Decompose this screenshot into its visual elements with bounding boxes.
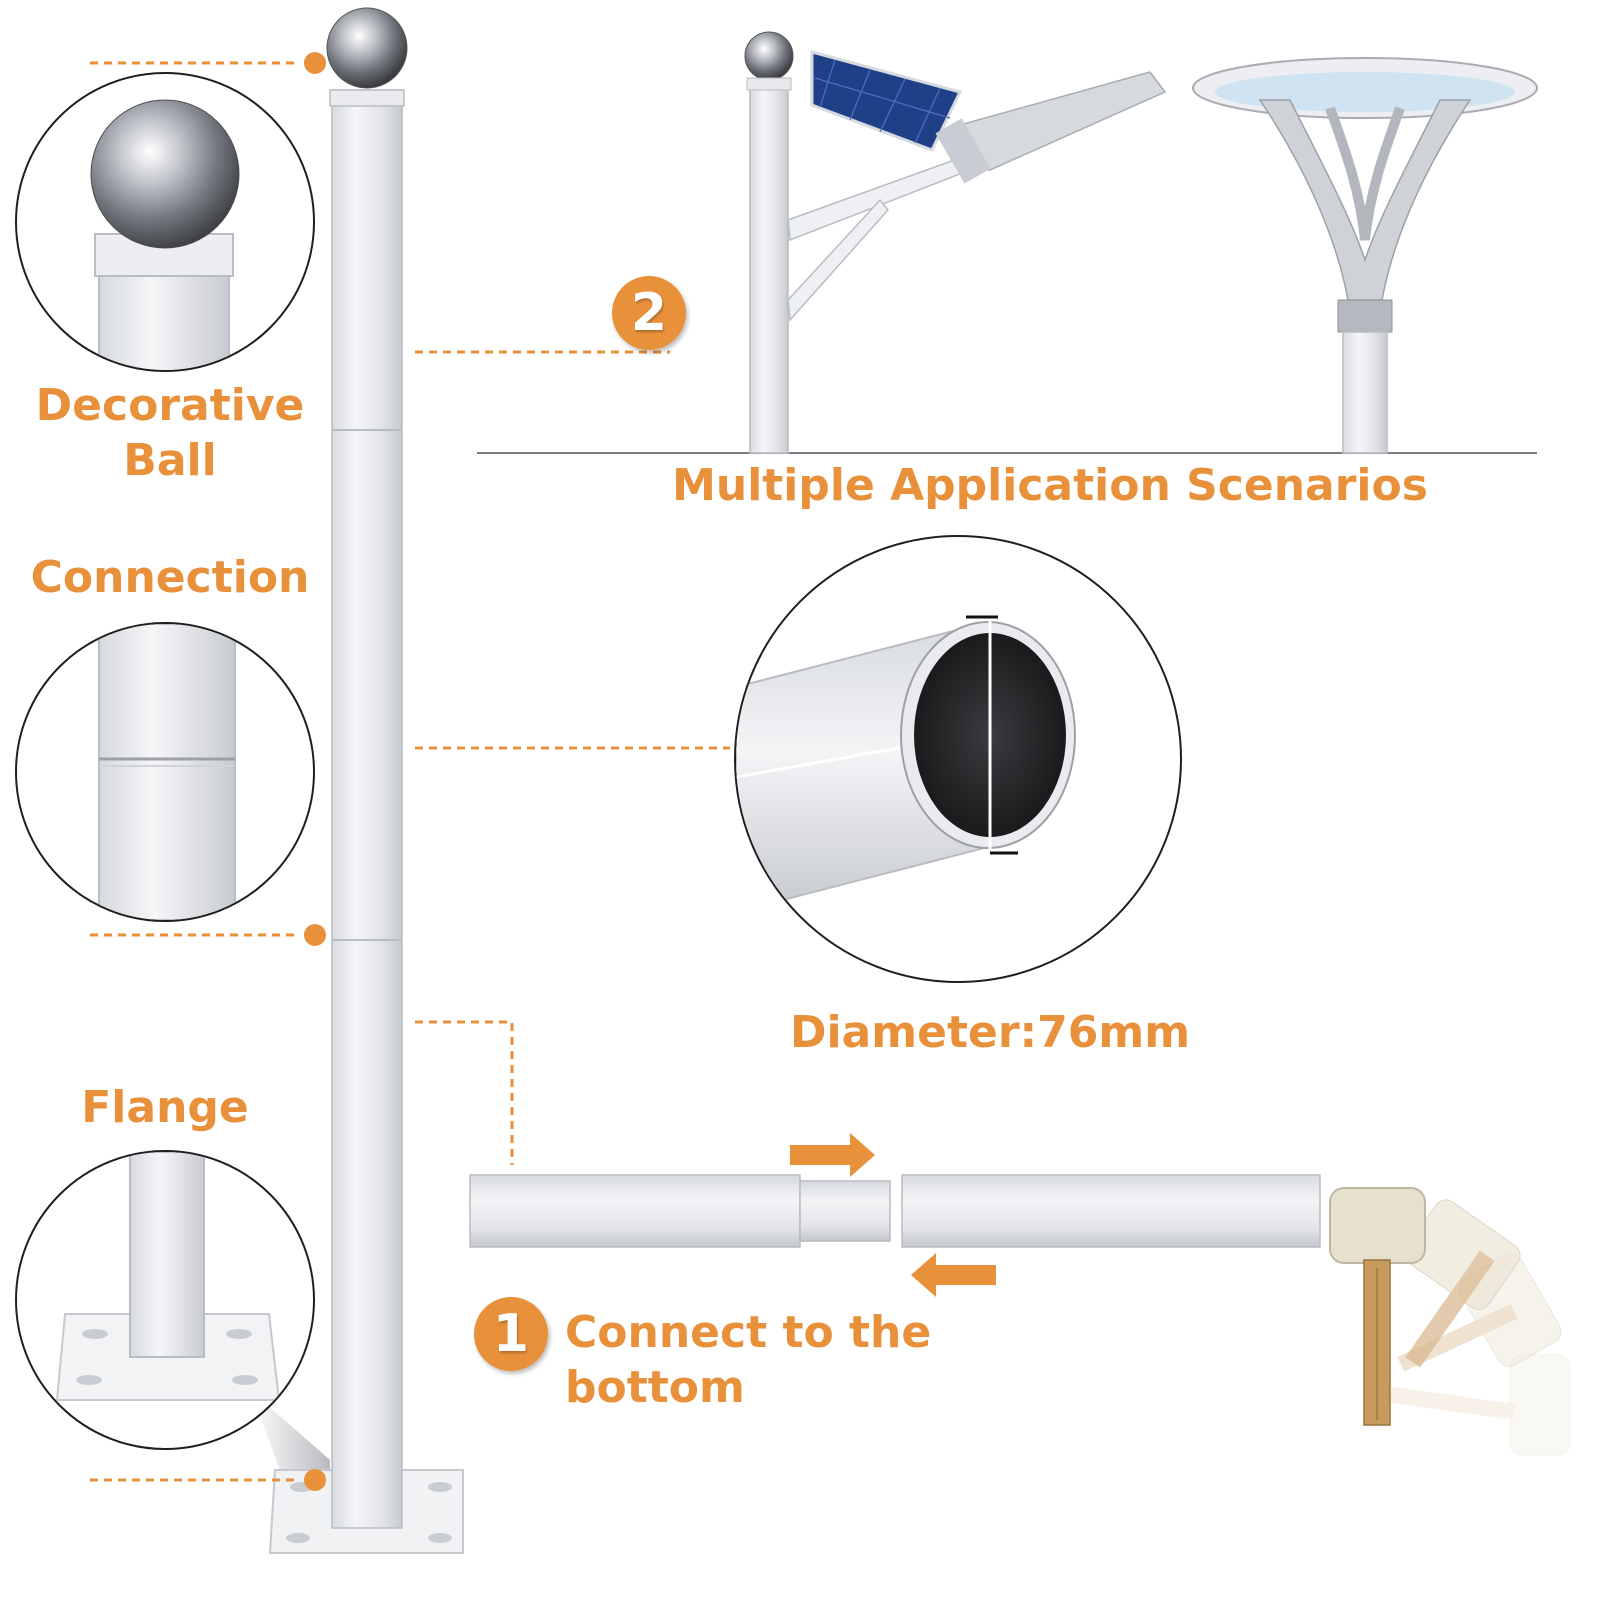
detail-circle-flange	[15, 1150, 315, 1450]
rubber-mallet-icon	[1329, 1187, 1571, 1456]
solar-street-light-icon	[744, 31, 1167, 454]
step-badge-2: 2	[612, 276, 686, 350]
decorative-ball-icon	[326, 7, 408, 89]
detail-circle-connection	[15, 622, 315, 922]
label-flange: Flange	[81, 1082, 249, 1133]
detail-circle-decorative-ball	[15, 72, 315, 372]
leader-lines	[90, 61, 730, 1482]
connection-closeup	[98, 624, 236, 920]
label-multiple-application-scenarios: Multiple Application Scenarios	[672, 460, 1428, 511]
pipe-cross-section	[736, 615, 1076, 914]
arrow-left-icon	[911, 1253, 996, 1297]
detail-circle-diameter	[734, 535, 1182, 983]
decorative-ball-closeup	[90, 99, 240, 370]
step-badge-1: 1	[474, 1297, 548, 1371]
step-badge-2-number: 2	[630, 283, 668, 343]
flange-closeup	[55, 1152, 281, 1401]
garden-lamp-icon	[1192, 57, 1538, 454]
arrow-right-icon	[790, 1133, 875, 1177]
label-decorative-ball: Decorative Ball	[20, 378, 320, 488]
ball-cap-sleeve	[329, 89, 405, 107]
horizontal-pole-assembly	[469, 1133, 1321, 1297]
label-connection: Connection	[30, 552, 310, 603]
label-decorative-ball-line1: Decorative	[35, 380, 305, 431]
label-connect-to-bottom: Connect to the bottom	[565, 1307, 932, 1413]
main-pole	[331, 89, 403, 1529]
label-diameter: Diameter:76mm	[789, 1007, 1191, 1058]
label-decorative-ball-line2: Ball	[123, 435, 217, 486]
pole-shadow	[250, 1390, 330, 1490]
step-badge-1-number: 1	[492, 1304, 530, 1364]
